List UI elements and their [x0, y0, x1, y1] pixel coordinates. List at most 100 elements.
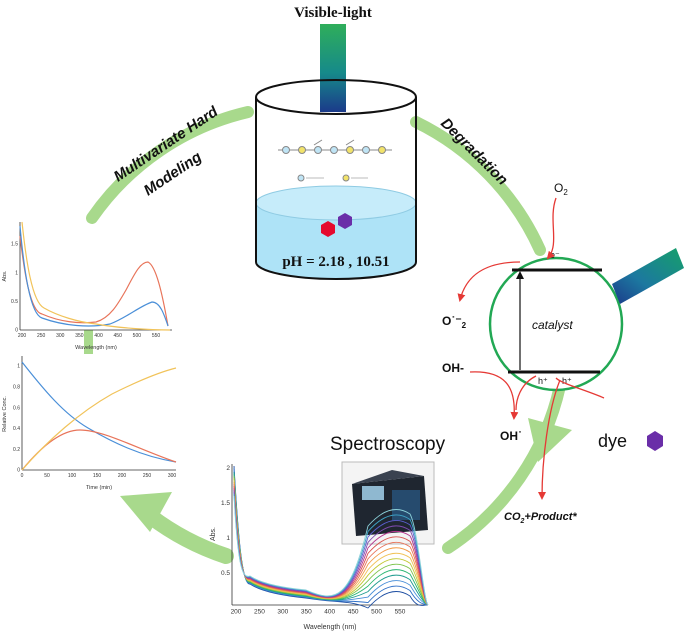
beaker-water [256, 203, 416, 279]
hydroxide-label: OH- [442, 361, 464, 375]
x-tick-label: 150 [93, 473, 102, 479]
oxygen-label: O2 [554, 181, 568, 197]
label-degradation: Degradation [437, 115, 511, 189]
dye-label: dye [598, 431, 627, 451]
x-tick-label: 250 [254, 609, 265, 616]
x-tick-label: 450 [114, 333, 123, 339]
x-tick-label: 300 [277, 609, 288, 616]
x-tick-label: 0 [21, 473, 24, 479]
arrow-oh-to-radical [469, 371, 519, 420]
x-tick-label: 500 [133, 333, 142, 339]
y-tick-label: 0 [15, 328, 18, 334]
y-tick-labels: 0.511.52 [221, 465, 230, 577]
axis-label-x: Wavelength (nm) [303, 624, 356, 631]
y-tick-label: 0.5 [221, 570, 230, 577]
conc-curve-red [21, 429, 177, 471]
instrument-panel [392, 490, 420, 520]
dye-hexagon-icon [647, 431, 663, 451]
y-tick-label: 1 [15, 270, 18, 276]
spectroscopy-label: Spectroscopy [330, 434, 446, 455]
spectra-curve-yellow [21, 221, 171, 331]
hole-label-2: h⁺ [562, 376, 572, 386]
excitation-arrowhead [516, 271, 524, 279]
x-tick-label: 200 [231, 609, 242, 616]
ph-label: pH = 2.18 , 10.51 [282, 254, 389, 270]
arrow-o2-to-surface [546, 197, 557, 260]
y-tick-label: 1.5 [11, 242, 18, 248]
plot-spectra-small: Wavelength (nm) Abs. 200 250 300 350 400 450 5… [2, 221, 172, 351]
arrow-hole-to-oh [515, 375, 537, 411]
connector-bar [84, 330, 93, 354]
x-tick-labels: 200 250 300 350 400 450 500 550 [231, 609, 406, 616]
y-tick-label: 0.4 [13, 426, 20, 432]
arrow-e-to-superoxide [457, 261, 521, 302]
x-tick-label: 100 [68, 473, 77, 479]
dye-molecule-red-icon [321, 221, 335, 237]
catalyst-label: catalyst [532, 318, 573, 332]
y-tick-labels: 0 0.5 1 1.5 [11, 242, 18, 334]
axis-label-y: Abs. [2, 270, 8, 281]
cycle-arrowhead-bottom [120, 492, 172, 532]
cycle-arrows [84, 106, 572, 564]
x-tick-label: 200 [118, 473, 127, 479]
reaction-beaker: pH = 2.18 , 10.51 [255, 79, 417, 280]
spectrophotometer-image [341, 461, 435, 545]
x-tick-label: 250 [37, 333, 46, 339]
light-beam [320, 24, 346, 112]
x-tick-label: 300 [56, 333, 65, 339]
cycle-arc-right [442, 380, 566, 554]
beaker-wall [255, 97, 417, 280]
x-tick-label: 450 [348, 609, 359, 616]
x-tick-label: 400 [324, 609, 335, 616]
y-tick-label: 0.5 [11, 299, 18, 305]
light-beam-diagonal [612, 248, 684, 304]
x-tick-label: 350 [75, 333, 84, 339]
y-tick-label: 0.2 [13, 447, 20, 453]
plot-concentration: Time (min) Relative Conc. 0 50 100 150 200 25… [2, 356, 176, 491]
superoxide-label: O˙⁻2 [442, 314, 467, 330]
x-tick-label: 350 [301, 609, 312, 616]
y-tick-label: 1 [226, 535, 230, 542]
reaction-arrows [457, 197, 605, 500]
arrow-dye-to-products [555, 377, 605, 399]
spectra-curve-red [19, 235, 169, 327]
cycle-arc-top-right [410, 116, 546, 256]
axis-label-x: Time (min) [86, 485, 112, 491]
spectrum-curve [233, 495, 429, 606]
x-tick-label: 550 [395, 609, 406, 616]
y-tick-labels: 00.20.40.60.81 [13, 364, 20, 474]
axis-label-y: Relative Conc. [2, 396, 8, 432]
x-tick-label: 300 [168, 473, 177, 479]
dye-molecule-purple-icon [338, 213, 352, 229]
x-tick-labels: 0 50 100 150 200 250 300 [21, 473, 177, 479]
arrow-to-products [538, 379, 561, 500]
beaker-rim [255, 79, 417, 115]
x-tick-label: 550 [152, 333, 161, 339]
catalyst-mechanism: catalyst e⁻ h⁺ h⁺ [488, 248, 684, 392]
x-tick-label: 50 [44, 473, 50, 479]
conc-curve-blue [21, 361, 177, 463]
axis-label-x: Wavelength (nm) [75, 345, 117, 351]
y-tick-label: 1.5 [221, 500, 230, 507]
title-visible-light: Visible-light [294, 5, 372, 21]
plot-spectra-big: Wavelength (nm) Abs. 200 250 300 350 400 450 5… [210, 464, 429, 631]
beaker-water-surface [255, 185, 417, 221]
x-tick-label: 250 [143, 473, 152, 479]
x-tick-label: 200 [18, 333, 27, 339]
catalyst-structure-sketch [278, 139, 392, 182]
hole-label-1: h⁺ [538, 376, 548, 386]
spectra-curve-family [233, 465, 429, 609]
conc-curve-yellow [21, 367, 177, 471]
products-label: CO2+Product* [504, 511, 577, 525]
x-tick-label: 500 [371, 609, 382, 616]
axis-label-y: Abs. [210, 527, 217, 541]
y-tick-label: 0.6 [13, 405, 20, 411]
y-tick-label: 0.8 [13, 384, 20, 390]
x-tick-label: 400 [94, 333, 103, 339]
instrument-screen [362, 486, 384, 500]
x-tick-labels: 200 250 300 350 400 450 500 550 [18, 333, 161, 339]
cycle-arrowhead-right [528, 418, 572, 462]
spectra-curve-blue [19, 225, 169, 327]
